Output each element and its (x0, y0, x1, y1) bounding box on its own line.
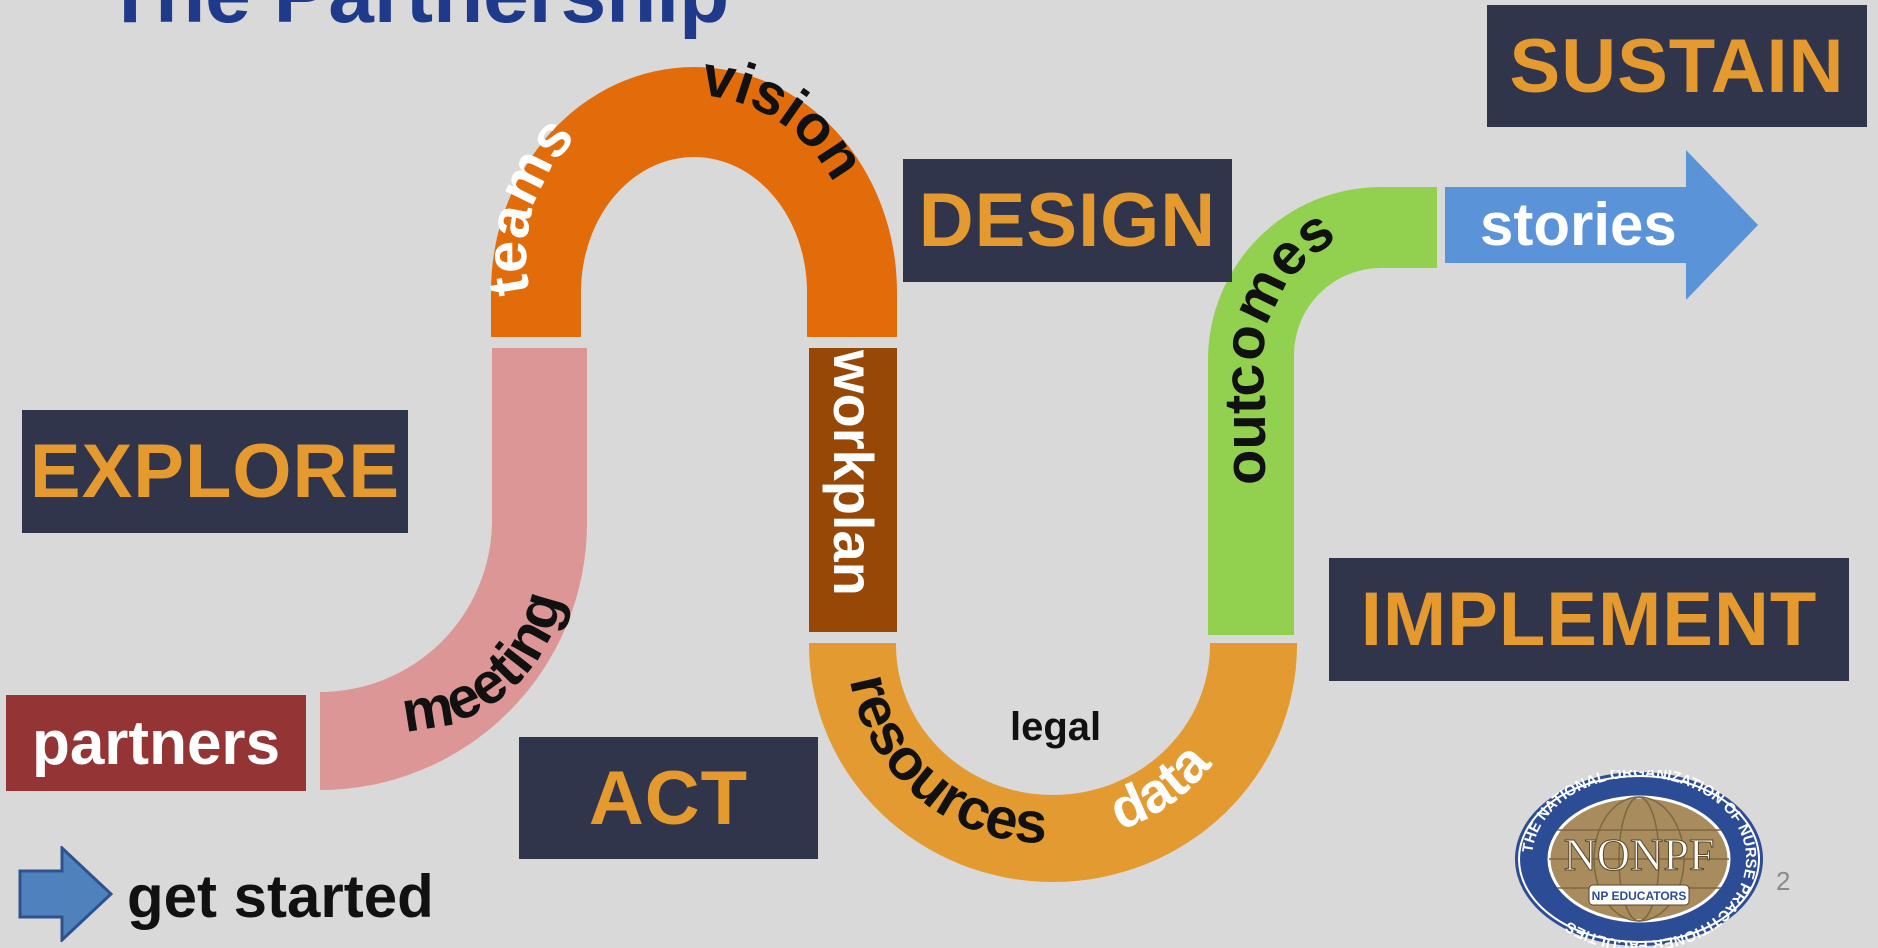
label-workplan: workplan (822, 349, 885, 596)
resources-data-bowl (809, 643, 1297, 882)
stage-sustain: SUSTAIN (1487, 5, 1867, 127)
stage-act: ACT (519, 737, 818, 859)
label-resources: resources (837, 668, 1049, 856)
stage-implement-label: IMPLEMENT (1360, 577, 1818, 662)
stage-explore: EXPLORE (22, 410, 408, 533)
stage-implement: IMPLEMENT (1329, 558, 1849, 681)
get-started-label: get started (127, 863, 434, 930)
logo-ribbon: NP EDUCATORS (1592, 889, 1687, 903)
label-legal: legal (1010, 705, 1101, 749)
workplan-segment (809, 348, 897, 632)
page-number: 2 (1776, 866, 1791, 896)
stage-design: DESIGN (903, 159, 1232, 282)
stage-design-label: DESIGN (918, 178, 1217, 263)
teams-vision-arch (491, 67, 897, 337)
stage-explore-label: EXPLORE (29, 429, 401, 514)
stage-act-label: ACT (588, 755, 749, 841)
slide-title: The Partnership (105, 0, 729, 42)
partners-label: partners (31, 708, 281, 778)
partners-block: partners (6, 695, 306, 791)
arrow-right-icon (18, 846, 113, 942)
nonpf-logo: THE NATIONAL ORGANIZATION OF NURSE PRACT… (1515, 770, 1763, 948)
stories-arrow (1445, 150, 1758, 300)
meetings-segment (320, 348, 587, 790)
outcomes-segment (1208, 187, 1437, 635)
label-stories: stories (1480, 191, 1677, 258)
logo-name: NONPF (1564, 829, 1715, 880)
stage-sustain-label: SUSTAIN (1509, 23, 1845, 109)
